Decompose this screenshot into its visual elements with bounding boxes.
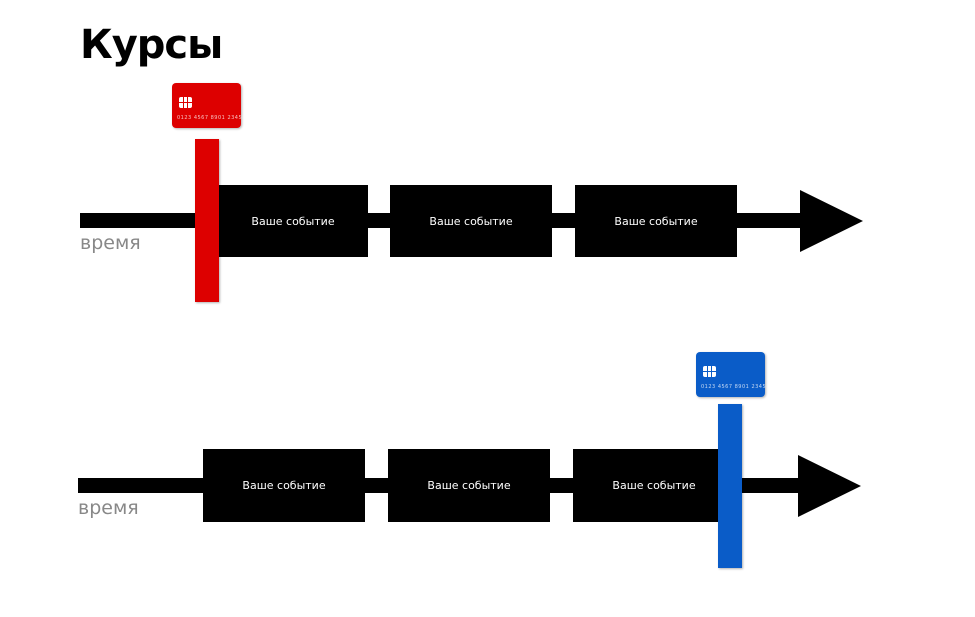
card-number: 0123 4567 8901 2345 — [701, 384, 767, 390]
event-box: Ваше событие — [575, 185, 737, 257]
axis-label: время — [78, 497, 139, 519]
event-box: Ваше событие — [218, 185, 368, 257]
marker-bar — [718, 404, 742, 568]
arrow-head — [800, 190, 863, 252]
arrow-head — [798, 455, 861, 517]
axis-label: время — [80, 232, 141, 254]
chip-icon — [703, 366, 716, 377]
event-box: Ваше событие — [390, 185, 552, 257]
chip-icon — [179, 97, 192, 108]
card-number: 0123 4567 8901 2345 — [177, 115, 243, 121]
marker-bar — [195, 139, 219, 302]
event-box: Ваше событие — [388, 449, 550, 522]
page-title: Курсы — [80, 22, 223, 68]
event-box: Ваше событие — [203, 449, 365, 522]
credit-card-icon: 0123 4567 8901 2345 — [696, 352, 767, 397]
event-box: Ваше событие — [573, 449, 735, 522]
credit-card-icon: 0123 4567 8901 2345 — [172, 83, 243, 128]
